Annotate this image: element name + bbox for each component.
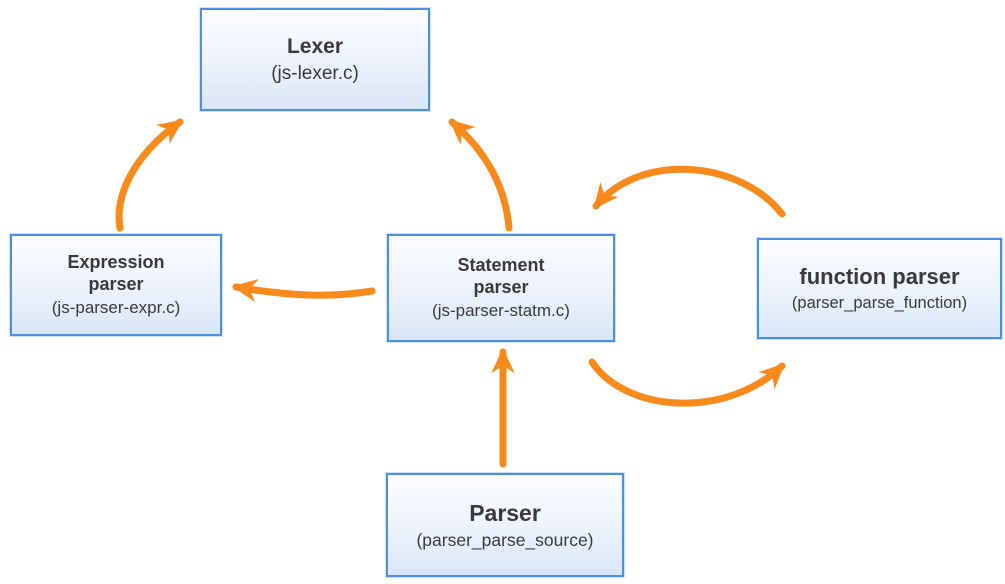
node-statement-parser-title: Statement bbox=[457, 254, 545, 275]
arrow-function-to-statement bbox=[592, 165, 786, 218]
node-lexer: Lexer (js-lexer.c) bbox=[200, 8, 430, 111]
arrow-statement-to-function bbox=[588, 358, 786, 407]
arrow-statement-to-lexer bbox=[448, 118, 513, 232]
node-expression-parser: Expression parser (js-parser-expr.c) bbox=[10, 234, 222, 336]
node-statement-parser-file: (js-parser-statm.c) bbox=[432, 300, 570, 320]
node-parser-title: Parser bbox=[469, 499, 541, 526]
node-lexer-title: Lexer bbox=[286, 34, 344, 58]
node-expression-parser-title-line2: parser bbox=[88, 273, 144, 294]
node-statement-parser: Statement parser (js-parser-statm.c) bbox=[387, 234, 615, 342]
node-function-parser-file: (parser_parse_function) bbox=[791, 294, 968, 313]
node-parser-file: (parser_parse_source) bbox=[416, 529, 594, 550]
node-expression-parser-file: (js-parser-expr.c) bbox=[51, 297, 181, 317]
node-lexer-file: (js-lexer.c) bbox=[271, 63, 359, 85]
node-parser: Parser (parser_parse_source) bbox=[386, 473, 624, 577]
node-function-parser-title: function parser bbox=[799, 263, 960, 289]
node-expression-parser-title: Expression bbox=[67, 251, 165, 272]
arrow-expression-to-lexer bbox=[115, 118, 184, 232]
node-statement-parser-title-line2: parser bbox=[473, 276, 529, 297]
arrow-statement-to-expression bbox=[232, 278, 376, 303]
node-function-parser: function parser (parser_parse_function) bbox=[757, 238, 1002, 339]
